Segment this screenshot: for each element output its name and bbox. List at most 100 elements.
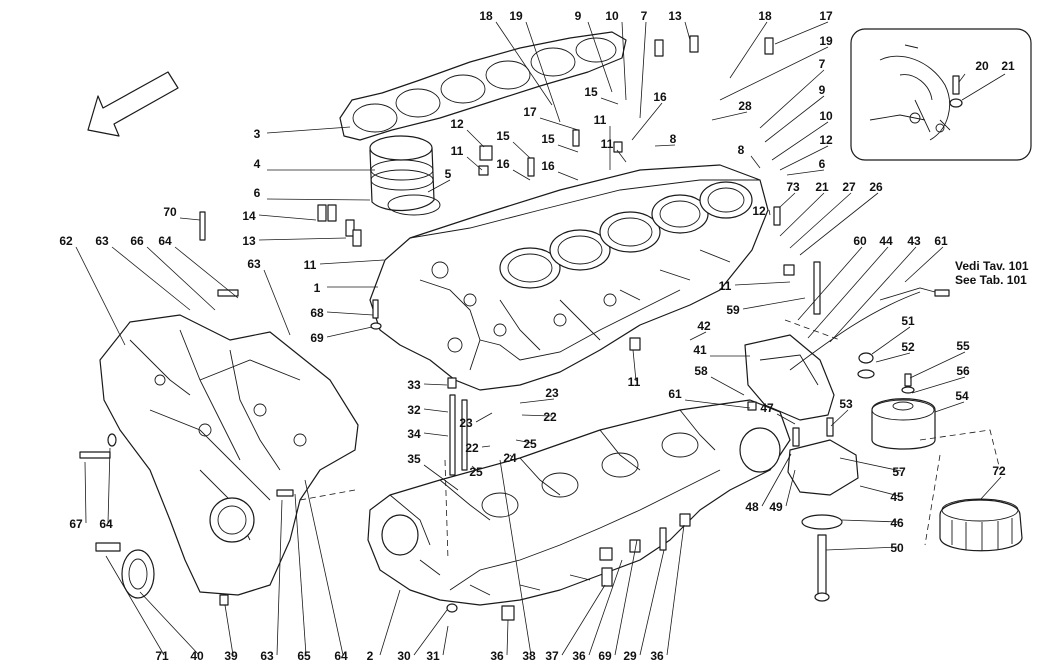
- leader-line: [304, 479, 344, 656]
- callout-label: 56: [956, 364, 970, 378]
- callout-label: 18: [758, 9, 772, 23]
- callout-label: 7: [819, 57, 826, 71]
- callout-label: 64: [158, 234, 172, 248]
- callout-label: 16: [541, 159, 555, 173]
- leader-line: [557, 144, 579, 153]
- leader-line: [442, 625, 449, 656]
- leader-line: [632, 349, 637, 382]
- cylinder-liner: [369, 135, 441, 216]
- callout-label: 19: [819, 34, 833, 48]
- leader-line: [768, 209, 771, 216]
- leader-line: [614, 539, 638, 656]
- leader-line: [509, 454, 513, 458]
- callout-label: 60: [853, 234, 867, 248]
- callout-label: 7: [641, 9, 648, 23]
- callout-label: 31: [426, 649, 440, 663]
- engine-block: [369, 164, 769, 391]
- leader-line: [666, 524, 685, 656]
- leader-line: [174, 246, 239, 299]
- callout-label: 42: [697, 319, 711, 333]
- leader-line: [779, 145, 829, 171]
- leader-line: [711, 111, 748, 121]
- callout-label: 15: [541, 132, 555, 146]
- reference-line-2: See Tab. 101: [955, 273, 1027, 287]
- callout-label: 36: [490, 649, 504, 663]
- callout-label: 22: [543, 410, 557, 424]
- oil-seal: [121, 549, 155, 599]
- callout-label: 62: [59, 234, 73, 248]
- callout-label: 57: [892, 465, 906, 479]
- callout-label: 26: [869, 180, 883, 194]
- leader-line: [111, 246, 191, 311]
- leader-line: [107, 447, 111, 524]
- callout-label: 23: [459, 416, 473, 430]
- leader-line: [689, 331, 707, 341]
- callout-label: 17: [523, 105, 537, 119]
- leader-line: [761, 453, 792, 507]
- callout-label: 3: [254, 127, 261, 141]
- leader-line: [616, 149, 627, 163]
- callout-label: 6: [819, 157, 826, 171]
- leader-line: [710, 376, 745, 396]
- callout-label: 33: [407, 378, 421, 392]
- leader-line: [807, 246, 889, 339]
- callout-label: 21: [1001, 59, 1015, 73]
- leader-line: [263, 269, 291, 336]
- leader-line: [789, 192, 852, 249]
- callout-label: 67: [69, 517, 83, 531]
- callout-label: 11: [304, 258, 317, 272]
- leader-line: [774, 21, 829, 45]
- callout-label: 15: [584, 85, 598, 99]
- engine-mount: [787, 439, 859, 602]
- leader-line: [639, 21, 647, 119]
- leader-line: [105, 555, 165, 656]
- leader-line: [423, 432, 449, 437]
- leader-line: [499, 459, 532, 656]
- leader-line: [639, 549, 665, 656]
- oil-sump: [744, 334, 835, 421]
- leader-line: [413, 609, 448, 656]
- direction-arrow-icon: [87, 71, 179, 137]
- leader-line: [276, 499, 283, 656]
- leader-line: [786, 169, 825, 176]
- callout-label: 46: [890, 516, 904, 530]
- callout-label: 61: [934, 234, 948, 248]
- leader-line: [742, 297, 806, 310]
- callout-label: 27: [842, 180, 856, 194]
- leader-line: [631, 102, 663, 141]
- leader-line: [904, 246, 944, 283]
- callout-label: 30: [397, 649, 411, 663]
- leader-line: [506, 619, 509, 656]
- callout-label: 8: [738, 143, 745, 157]
- callout-label: 51: [901, 314, 915, 328]
- callout-label: 32: [407, 403, 421, 417]
- callout-label: 52: [901, 340, 915, 354]
- callout-label: 23: [545, 386, 559, 400]
- leader-line: [776, 413, 796, 425]
- callout-label: 12: [450, 117, 464, 131]
- leader-line: [557, 171, 579, 181]
- callout-label: 16: [496, 157, 510, 171]
- callout-label: 20: [975, 59, 989, 73]
- callout-label: 39: [224, 649, 238, 663]
- callout-label: 41: [693, 343, 707, 357]
- callout-label: 28: [738, 99, 752, 113]
- leader-line: [521, 414, 553, 417]
- leader-line: [684, 21, 691, 41]
- callout-label: 59: [726, 303, 740, 317]
- leader-line: [481, 445, 491, 448]
- leader-line: [84, 461, 87, 524]
- callout-label: 6: [254, 186, 261, 200]
- callout-label: 68: [310, 306, 324, 320]
- leader-line: [797, 246, 863, 321]
- leader-line: [830, 409, 849, 427]
- callout-label: 49: [769, 500, 783, 514]
- leader-line: [258, 214, 317, 221]
- callout-label: 19: [509, 9, 523, 23]
- leader-line: [146, 246, 216, 311]
- callout-label: 69: [310, 331, 324, 345]
- callout-label: 43: [907, 234, 921, 248]
- leader-line: [841, 519, 900, 523]
- callout-label: 61: [668, 387, 682, 401]
- leader-line: [539, 117, 579, 131]
